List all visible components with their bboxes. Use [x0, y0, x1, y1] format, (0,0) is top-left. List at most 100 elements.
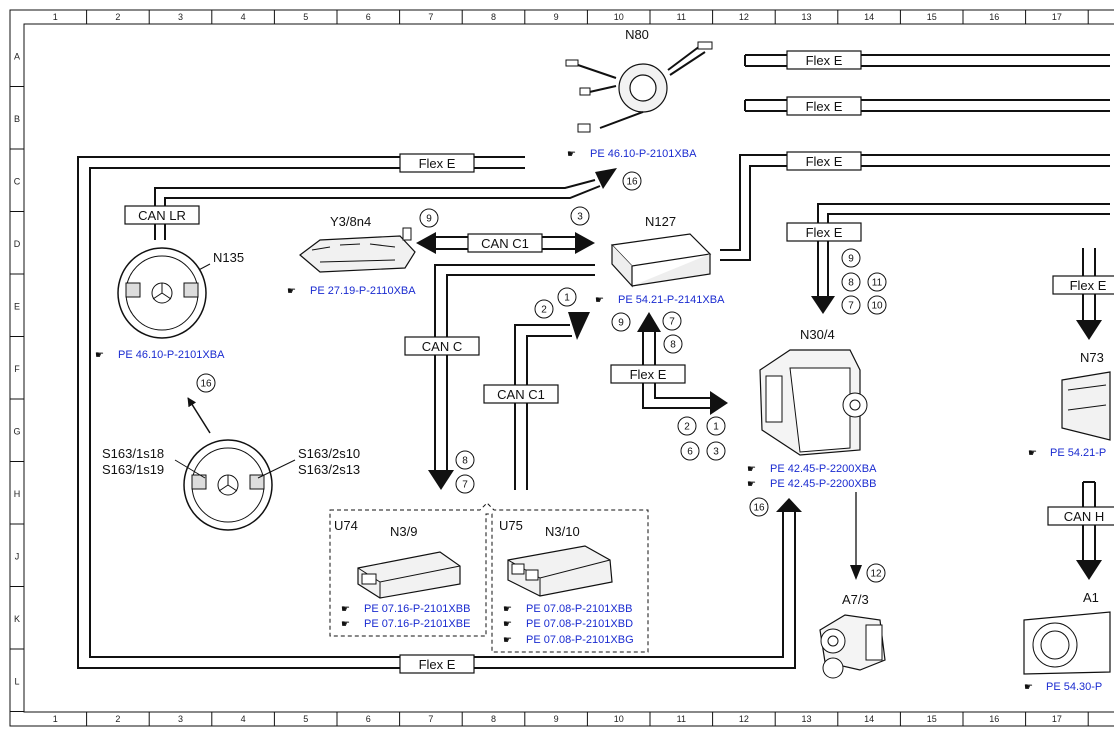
- svg-text:2: 2: [684, 422, 690, 433]
- grid-col-label: 7: [428, 12, 433, 22]
- svg-text:8: 8: [670, 340, 676, 351]
- marker-circle: 3: [570, 206, 590, 226]
- u75-ref-3: PE 07.08-P-2101XBG: [526, 634, 634, 646]
- n30-ref-2: PE 42.45-P-2200XBB: [770, 478, 876, 490]
- marker-circle: 9: [611, 312, 631, 332]
- svg-text:☛: ☛: [747, 464, 756, 475]
- svg-text:N135: N135: [213, 250, 244, 265]
- grid-col-label: 3: [178, 714, 183, 724]
- grid-col-label: 12: [739, 714, 749, 724]
- grid-col-label: 8: [491, 12, 496, 22]
- can-c1-bottom: [514, 324, 572, 490]
- flex-e-loop-outer: [77, 156, 796, 669]
- grid-row-label: L: [14, 676, 19, 686]
- flex-e-n127-up: [637, 312, 661, 332]
- n127-ref: PE 54.21-P-2141XBA: [618, 294, 725, 306]
- svg-text:U75: U75: [499, 518, 523, 533]
- svg-text:S163/1s18: S163/1s18: [102, 446, 164, 461]
- grid-row-label: B: [14, 114, 20, 124]
- svg-text:☛: ☛: [1028, 448, 1037, 459]
- svg-text:Flex E: Flex E: [419, 657, 456, 672]
- svg-text:U74: U74: [334, 518, 358, 533]
- marker-circle: 8: [455, 450, 475, 470]
- svg-text:10: 10: [871, 301, 883, 312]
- grid-col-label: 16: [989, 714, 999, 724]
- flex-e-n127-out: [720, 154, 1110, 261]
- marker-circle: 6: [680, 441, 700, 461]
- component-n135: N135 PE 46.10-P-2101XBA ☛: [95, 247, 244, 361]
- u74-ref-1: PE 07.16-P-2101XBB: [364, 603, 470, 615]
- bus-label-can-h: CAN H: [1047, 506, 1114, 526]
- svg-text:9: 9: [618, 318, 624, 329]
- bus-label-flex-e-right: Flex E: [1052, 275, 1114, 295]
- grid-col-label: 9: [554, 12, 559, 22]
- svg-text:CAN C1: CAN C1: [481, 236, 529, 251]
- svg-text:Flex E: Flex E: [806, 154, 843, 169]
- n135-ref: PE 46.10-P-2101XBA: [118, 349, 225, 361]
- marker-circle: 1: [557, 287, 577, 307]
- svg-text:N3/10: N3/10: [545, 524, 580, 539]
- bus-label-flex-e-d: Flex E: [786, 222, 862, 242]
- grid-col-label: 13: [801, 714, 811, 724]
- component-n80: N80 PE 46.10-P-2101XBA ☛: [565, 27, 713, 160]
- component-a7-3: A7/3: [819, 592, 886, 679]
- marker-circle: 9: [419, 208, 439, 228]
- bus-label-flex-e-b: Flex E: [786, 96, 862, 116]
- svg-text:16: 16: [626, 177, 638, 188]
- svg-text:☛: ☛: [95, 350, 104, 361]
- grid-col-label: 14: [864, 12, 874, 22]
- grid-col-label: 4: [241, 12, 246, 22]
- flex-e-to-n73-arrow: [1076, 320, 1102, 340]
- flex-e-n127-n30: [642, 332, 712, 409]
- n80-ref: PE 46.10-P-2101XBA: [590, 148, 697, 160]
- svg-text:A1: A1: [1083, 590, 1099, 605]
- grid-col-label: 2: [115, 714, 120, 724]
- grid-col-label: 1: [53, 12, 58, 22]
- group-u74-u75: [329, 502, 649, 653]
- component-n30-4: N30/4 PE 42.45-P-2200XBA PE 42.45-P-2200…: [747, 327, 877, 490]
- marker-circle: 9: [841, 248, 861, 268]
- svg-text:☛: ☛: [1024, 682, 1033, 693]
- marker-circle: 10: [867, 295, 887, 315]
- grid-row-label: G: [13, 426, 20, 436]
- marker-circle: 11: [867, 272, 887, 292]
- marker-circle: 8: [663, 334, 683, 354]
- grid-col-label: 7: [428, 714, 433, 724]
- marker-circle: 7: [662, 311, 682, 331]
- marker-circle: 12: [866, 563, 886, 583]
- svg-text:8: 8: [462, 456, 468, 467]
- svg-text:7: 7: [669, 317, 675, 328]
- grid-col-label: 4: [241, 714, 246, 724]
- svg-text:S163/1s19: S163/1s19: [102, 462, 164, 477]
- bus-label-flex-e-bottom: Flex E: [399, 654, 475, 674]
- svg-text:3: 3: [713, 447, 719, 458]
- svg-text:CAN LR: CAN LR: [138, 208, 186, 223]
- grid-col-label: 5: [303, 12, 308, 22]
- marker-circle: 3: [706, 441, 726, 461]
- a1-ref: PE 54.30-P: [1046, 681, 1102, 693]
- grid-row-label: A: [14, 51, 20, 61]
- svg-text:16: 16: [200, 379, 212, 390]
- svg-text:☛: ☛: [341, 604, 350, 615]
- can-c-arrow: [428, 470, 454, 490]
- svg-text:6: 6: [687, 447, 693, 458]
- svg-text:☛: ☛: [503, 619, 512, 630]
- svg-text:☛: ☛: [595, 295, 604, 306]
- component-n127: N127 PE 54.21-P-2141XBA ☛: [595, 214, 725, 306]
- grid-row-label: E: [14, 301, 20, 311]
- can-lr-arrow: [595, 168, 617, 189]
- grid-col-label: 15: [927, 714, 937, 724]
- grid-col-label: 15: [927, 12, 937, 22]
- svg-text:☛: ☛: [567, 149, 576, 160]
- switch-arrow-line: [187, 397, 211, 434]
- svg-text:S163/2s13: S163/2s13: [298, 462, 360, 477]
- grid-col-label: 11: [677, 12, 686, 22]
- grid-row-label: K: [14, 614, 20, 624]
- marker-circle: 16: [196, 373, 216, 393]
- bus-label-flex-e-mid: Flex E: [610, 364, 686, 384]
- n30-to-a7-arrow: [850, 565, 862, 580]
- grid-row-label: F: [14, 364, 20, 374]
